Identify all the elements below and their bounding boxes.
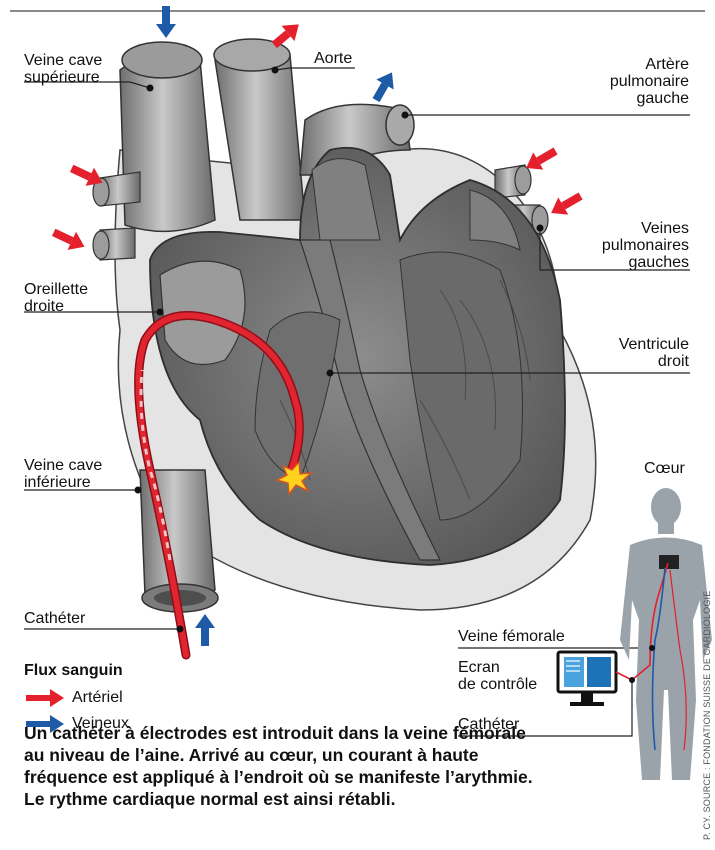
source-credit: P. CY. SOURCE : FONDATION SUISSE DE CARD… bbox=[702, 591, 712, 840]
label-ventricule-droit: Ventricule droit bbox=[619, 336, 689, 370]
label-artere-pulmonaire-gauche: Artère pulmonaire gauche bbox=[610, 56, 689, 107]
legend-label-arterial: Artériel bbox=[72, 689, 123, 707]
label-veine-femorale: Veine fémorale bbox=[458, 628, 565, 645]
legend-item-arterial: Artériel bbox=[24, 687, 123, 709]
superior-vena-cava bbox=[120, 52, 215, 231]
label-catheter-heart: Cathéter bbox=[24, 610, 85, 627]
human-silhouette bbox=[620, 488, 712, 780]
label-coeur: Cœur bbox=[644, 460, 685, 477]
pulmonary-artery-opening bbox=[386, 105, 414, 145]
label-oreillette-droite: Oreillette droite bbox=[24, 281, 88, 315]
superior-vena-cava-opening bbox=[122, 42, 202, 78]
control-monitor bbox=[558, 652, 616, 706]
caption: Un cathéter à électrodes est introduit d… bbox=[24, 722, 624, 810]
label-ecran-de-controle: Ecran de contrôle bbox=[458, 659, 537, 693]
legend-title: Flux sanguin bbox=[24, 662, 123, 680]
label-veine-cave-superieure: Veine cave supérieure bbox=[24, 52, 102, 86]
label-veines-pulmonaires-gauches: Veines pulmonaires gauches bbox=[602, 220, 689, 271]
arterial-arrow-icon bbox=[24, 687, 68, 709]
label-aorte: Aorte bbox=[314, 50, 352, 67]
label-veine-cave-inferieure: Veine cave inférieure bbox=[24, 457, 102, 491]
silhouette-heart-marker bbox=[659, 555, 679, 569]
